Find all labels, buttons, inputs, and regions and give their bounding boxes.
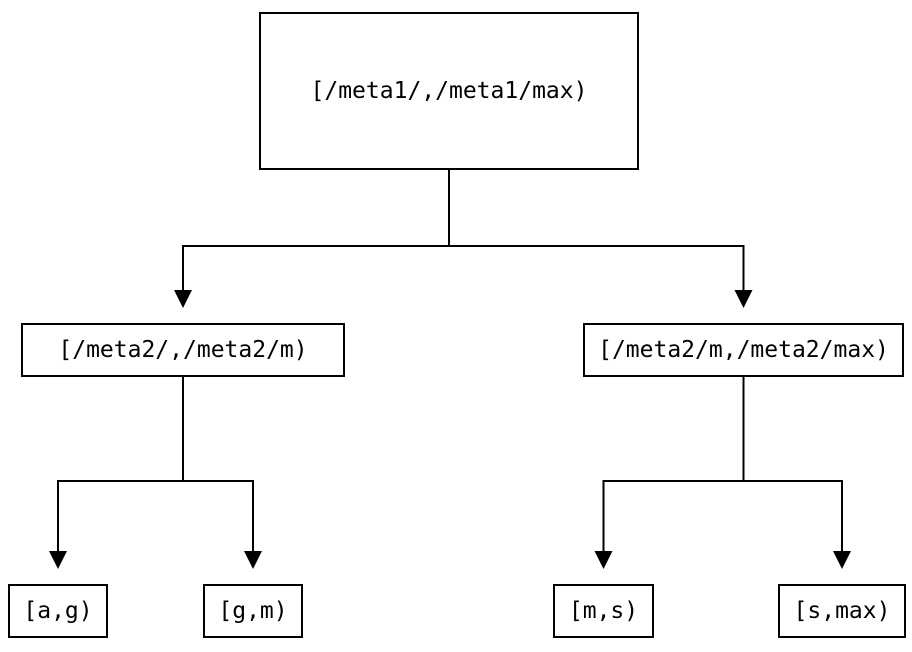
node-label: [/meta1/,/meta1/max): [310, 77, 588, 104]
node-label: [s,max): [793, 597, 891, 624]
tree-node-meta2-high: [/meta2/m,/meta2/max): [583, 323, 904, 377]
arrow-down-icon: [244, 551, 262, 569]
tree-node-leaf-gm: [g,m): [203, 584, 303, 638]
tree-node-meta2-low: [/meta2/,/meta2/m): [21, 323, 345, 377]
tree-node-leaf-smax: [s,max): [778, 584, 906, 638]
node-label: [/meta2/m,/meta2/max): [598, 336, 889, 363]
edge-left-branch-bar: [57, 480, 254, 552]
arrow-down-icon: [174, 290, 192, 308]
arrow-down-icon: [833, 551, 851, 569]
edge-right-branch-bar: [602, 480, 843, 552]
node-label: [g,m): [218, 597, 288, 624]
arrow-down-icon: [594, 551, 613, 569]
tree-node-leaf-ms: [m,s): [553, 584, 654, 638]
tree-node-root: [/meta1/,/meta1/max): [259, 12, 639, 170]
tree-node-leaf-ag: [a,g): [8, 584, 108, 638]
edge-root-branch-bar: [182, 245, 745, 291]
node-label: [/meta2/,/meta2/m): [58, 336, 308, 363]
arrow-down-icon: [49, 551, 67, 569]
node-label: [m,s): [568, 597, 639, 624]
node-label: [a,g): [23, 597, 93, 624]
arrow-down-icon: [734, 290, 753, 308]
